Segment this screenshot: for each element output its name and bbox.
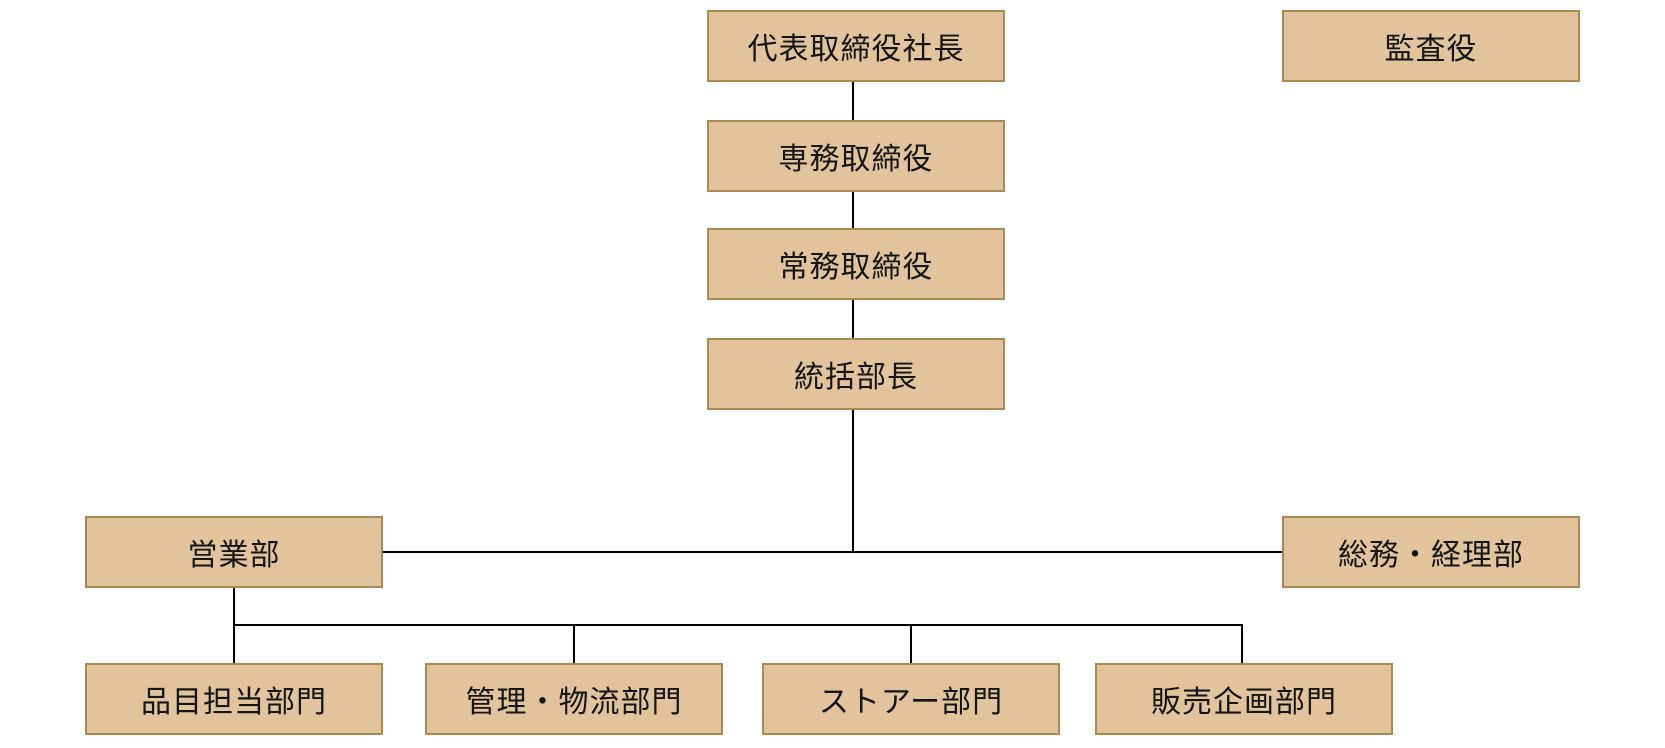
node-general-manager: 統括部長 — [707, 338, 1005, 410]
connector-admin-logistics-drop — [573, 625, 575, 663]
node-sales-dept: 営業部 — [85, 516, 383, 588]
node-product-dept: 品目担当部門 — [85, 663, 383, 735]
connector-store-drop — [910, 625, 912, 663]
connector-bottom-row-bar — [233, 624, 1243, 626]
node-admin-logistics-dept: 管理・物流部門 — [425, 663, 723, 735]
node-store-dept: ストアー部門 — [762, 663, 1060, 735]
connector-general-manager-drop — [852, 410, 854, 552]
node-auditor: 監査役 — [1282, 10, 1580, 82]
node-senior-managing-director: 専務取締役 — [707, 120, 1005, 192]
connector-senior-managing-to-managing-director — [852, 192, 854, 228]
connector-managing-director-to-general-manager — [852, 300, 854, 338]
node-general-affairs-accounting-dept: 総務・経理部 — [1282, 516, 1580, 588]
connector-middle-row-bar — [383, 551, 1282, 553]
node-managing-director: 常務取締役 — [707, 228, 1005, 300]
connector-president-to-senior-managing-director — [852, 82, 854, 120]
connector-sales-planning-drop — [1241, 625, 1243, 663]
node-sales-planning-dept: 販売企画部門 — [1095, 663, 1393, 735]
node-president: 代表取締役社長 — [707, 10, 1005, 82]
